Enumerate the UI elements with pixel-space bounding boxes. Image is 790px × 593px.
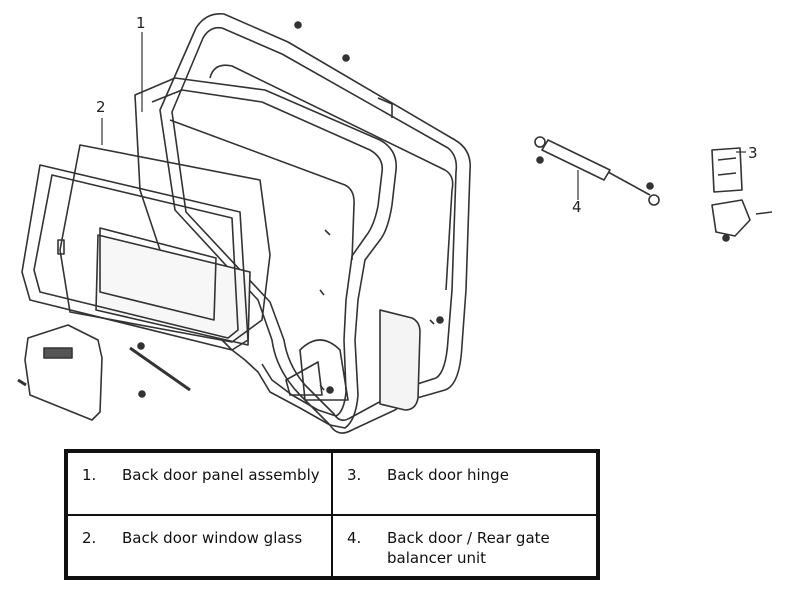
legend-number: 1. [82, 466, 97, 484]
legend-text: Back door window glass [122, 528, 303, 547]
callout-4: 4 [572, 198, 582, 216]
balancer-unit-drawing [534, 136, 660, 206]
legend-cell-2: 2. Back door window glass [67, 514, 332, 577]
back-door-panel-drawing [159, 12, 472, 434]
callout-3: 3 [748, 144, 758, 162]
exploded-parts-diagram: 1 2 3 4 [17, 12, 773, 434]
inner-trim-drawing [21, 164, 249, 392]
legend-number: 4. [347, 528, 362, 547]
fasteners-drawing [137, 21, 444, 398]
legend-number: 3. [347, 466, 362, 484]
legend-cell-4: 4. Back door / Rear gate balancer unit [332, 514, 597, 577]
legend-text: Back door hinge [387, 466, 509, 484]
legend-text: Back door / Rear gate balancer unit [387, 528, 550, 567]
window-glass-drawing [59, 144, 421, 411]
door-frame-drawing [134, 77, 397, 429]
legend-cell-1: 1. Back door panel assembly [67, 452, 332, 515]
legend-cell-3: 3. Back door hinge [332, 452, 597, 515]
handle-cover-drawing [17, 324, 103, 421]
callout-2: 2 [96, 98, 106, 116]
callout-1: 1 [136, 14, 146, 32]
hinge-drawing [711, 147, 773, 242]
legend-number: 2. [82, 528, 97, 547]
parts-legend-table: 1. Back door panel assembly 3. Back door… [64, 449, 600, 580]
legend-text: Back door panel assembly [122, 466, 320, 484]
leader-lines [101, 32, 746, 200]
